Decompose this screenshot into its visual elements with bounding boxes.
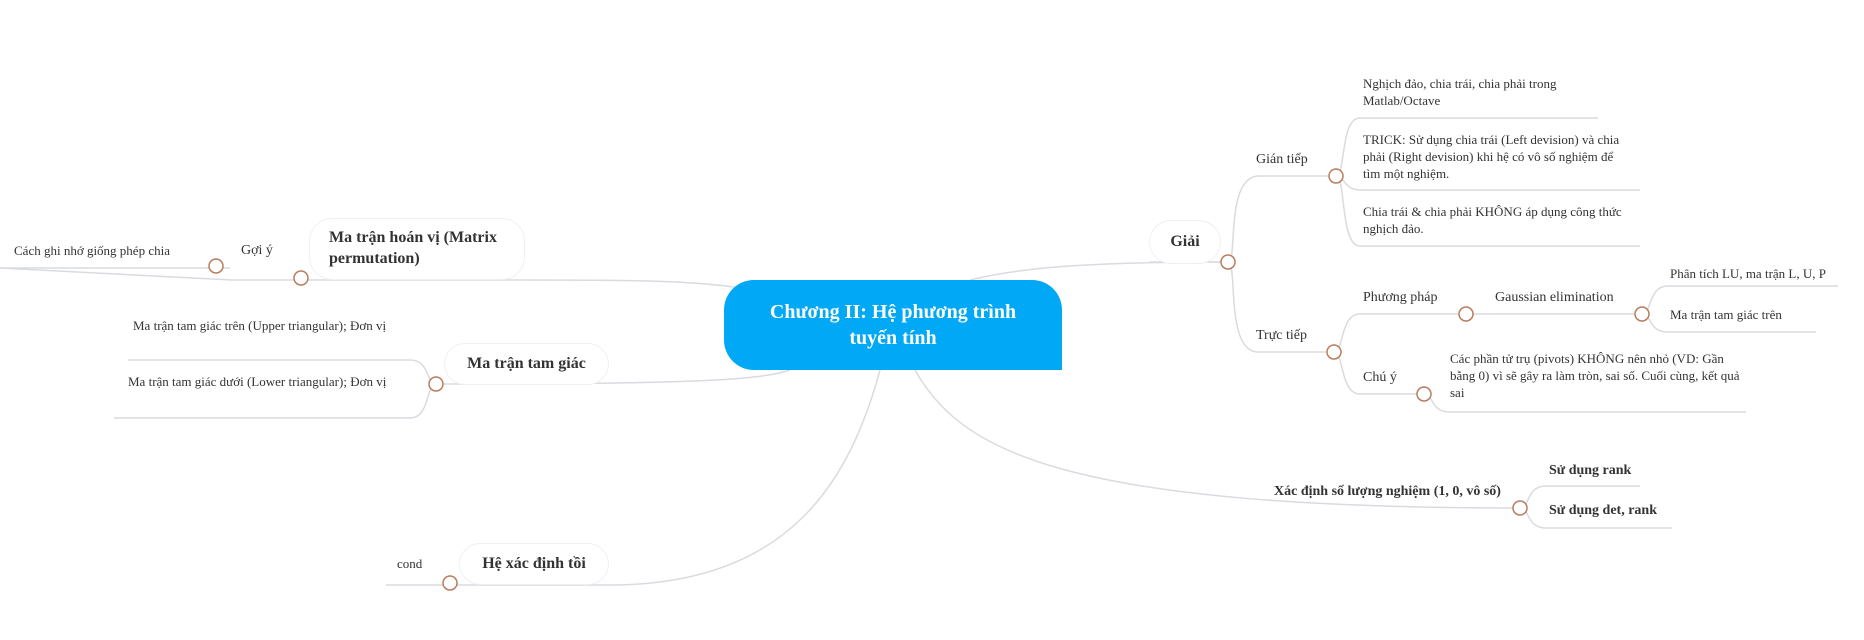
topic-xac-dinh-so-nghiem[interactable]: Xác định số lượng nghiệm (1, 0, vô số)	[1274, 484, 1501, 499]
toggle-gauss	[1634, 306, 1650, 322]
toggle-goiy	[208, 258, 224, 274]
gian-tiep-item-1[interactable]: Nghịch đảo, chia trái, chia phải trong M…	[1363, 76, 1557, 108]
subtopic-truc-tiep[interactable]: Trực tiếp	[1256, 328, 1308, 343]
topic-ma-tran-tam-giac[interactable]: Ma trận tam giác	[445, 344, 608, 384]
connector-central-giai	[969, 261, 1229, 281]
subtopic-gaussian-elimination[interactable]: Gaussian elimination	[1495, 290, 1614, 305]
toggle-toi	[442, 575, 458, 591]
chu-y-text[interactable]: Các phần tử trụ (pivots) KHÔNG nên nhỏ (…	[1450, 351, 1740, 400]
toggle-giantiep	[1328, 168, 1344, 184]
topic-ma-tran-tam-giac-label: Ma trận tam giác	[467, 355, 586, 372]
topic-giai[interactable]: Giải	[1150, 221, 1220, 263]
connector-central-xacdinh	[914, 369, 1521, 509]
gian-tiep-item-3[interactable]: Chia trái & chia phải KHÔNG áp dụng công…	[1363, 204, 1622, 236]
toggle-tructiep	[1326, 344, 1342, 360]
connector-tructiep-phuongphap	[1333, 313, 1466, 353]
topic-ma-tran-hoan-vi[interactable]: Ma trận hoán vị (Matrix permutation)	[310, 219, 524, 279]
toi-item-cond[interactable]: cond	[397, 556, 423, 571]
connector-giai-giantiep	[1227, 175, 1330, 263]
gauss-item-upper[interactable]: Ma trận tam giác trên	[1670, 307, 1782, 322]
toggle-giai	[1220, 254, 1236, 270]
goi-y-detail[interactable]: Cách ghi nhớ giống phép chia	[14, 243, 170, 258]
topic-he-xac-dinh-toi-label: Hệ xác định tồi	[482, 555, 586, 572]
connector-central-toi	[455, 369, 881, 586]
tam-giac-lower[interactable]: Ma trận tam giác dưới (Lower triangular)…	[128, 374, 387, 389]
xac-dinh-item-rank[interactable]: Sử dụng rank	[1549, 463, 1632, 478]
toggle-chuy	[1416, 386, 1432, 402]
central-topic[interactable]: Chương II: Hệ phương trình tuyến tính	[724, 280, 1062, 370]
toggle-xacdinh	[1512, 500, 1528, 516]
subtopic-phuong-phap[interactable]: Phương pháp	[1363, 290, 1438, 305]
topic-ma-tran-hoan-vi-label: Ma trận hoán vị (Matrix permutation)	[329, 229, 497, 267]
toggle-phuongphap	[1458, 306, 1474, 322]
subtopic-chu-y[interactable]: Chú ý	[1363, 370, 1397, 385]
tam-giac-upper[interactable]: Ma trận tam giác trên (Upper triangular)…	[133, 318, 387, 333]
topic-giai-label: Giải	[1170, 233, 1200, 250]
central-topic-label: Chương II: Hệ phương trình tuyến tính	[769, 301, 1017, 349]
connector-hoanvi-goiy	[0, 267, 312, 281]
toggle-tamgiac	[428, 376, 444, 392]
topic-he-xac-dinh-toi[interactable]: Hệ xác định tồi	[460, 544, 608, 584]
toggle-hoanvi	[293, 270, 309, 286]
xac-dinh-item-det-rank[interactable]: Sử dụng det, rank	[1549, 503, 1657, 518]
subtopic-goi-y[interactable]: Gợi ý	[241, 243, 273, 258]
connector-central-hoanvi	[312, 279, 741, 289]
subtopic-gian-tiep[interactable]: Gián tiếp	[1256, 152, 1308, 167]
gian-tiep-item-2[interactable]: TRICK: Sử dụng chia trái (Left devision)…	[1363, 132, 1620, 181]
gauss-item-lu[interactable]: Phân tích LU, ma trận L, U, P	[1670, 266, 1826, 281]
